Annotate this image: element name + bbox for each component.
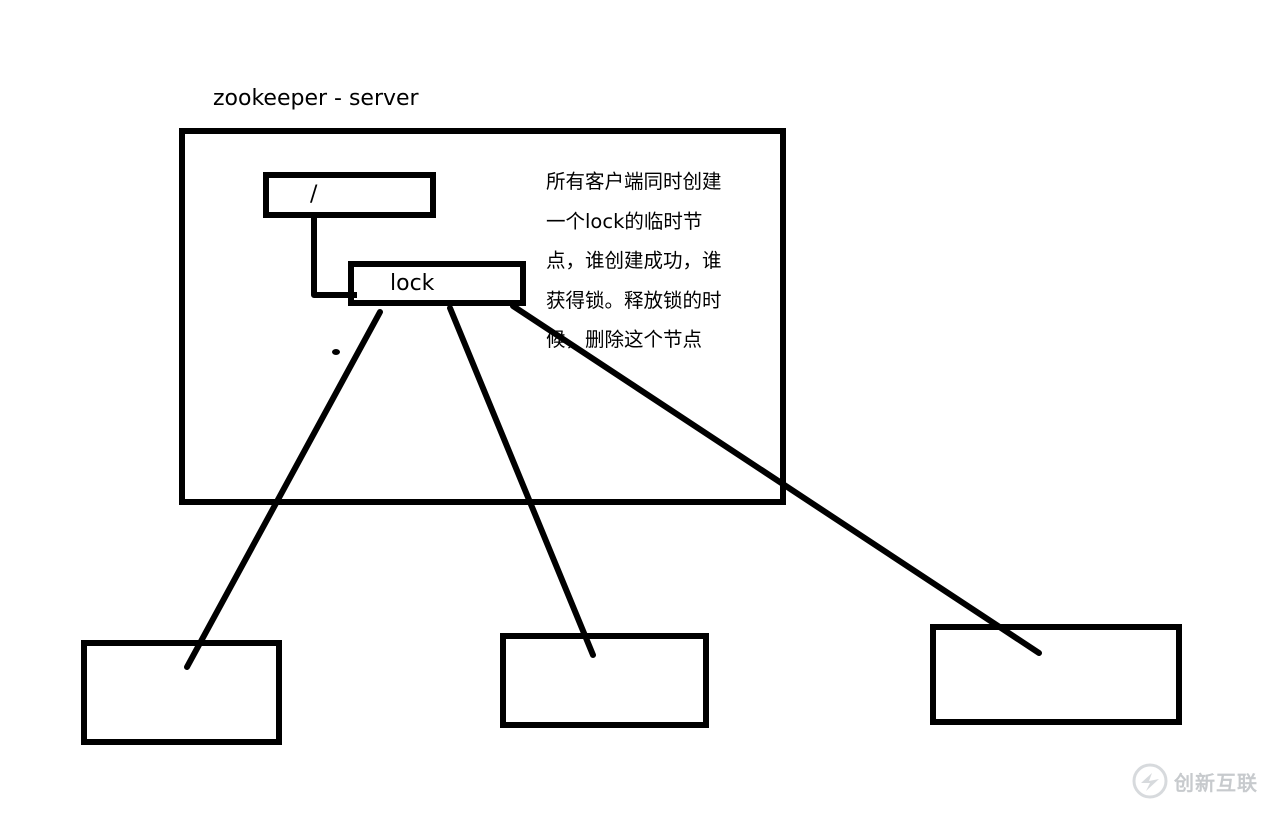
- note-line: 候，删除这个节点: [546, 328, 703, 351]
- server-box: [179, 128, 786, 505]
- client-box-3: [930, 624, 1182, 725]
- watermark: 创新互联: [1132, 763, 1258, 799]
- lock-explanation-note: 所有客户端同时创建 一个lock的临时节 点，谁创建成功，谁 获得锁。释放锁的时…: [546, 162, 758, 360]
- root-node-label: /: [310, 182, 318, 207]
- lock-node-box: [348, 261, 526, 306]
- note-line: 一个lock的临时节: [546, 209, 703, 233]
- lock-to-client-1-line: [184, 309, 383, 670]
- note-line: 所有客户端同时创建: [546, 170, 722, 193]
- watermark-text: 创新互联: [1174, 770, 1258, 795]
- note-line: 点，谁创建成功，谁: [546, 249, 722, 272]
- root-to-lock-connector: [311, 215, 357, 298]
- server-title: zookeeper - server: [213, 86, 419, 111]
- note-line: 获得锁。释放锁的时: [546, 288, 722, 312]
- client-box-2: [500, 633, 709, 728]
- lock-node-label: lock: [390, 271, 435, 296]
- lock-to-client-2-line: [447, 305, 596, 658]
- stray-dot: [332, 349, 340, 355]
- brand-logo-icon: [1132, 763, 1168, 799]
- client-box-1: [81, 640, 282, 745]
- root-node-box: [263, 172, 436, 218]
- lock-to-client-3-line: [510, 303, 1042, 656]
